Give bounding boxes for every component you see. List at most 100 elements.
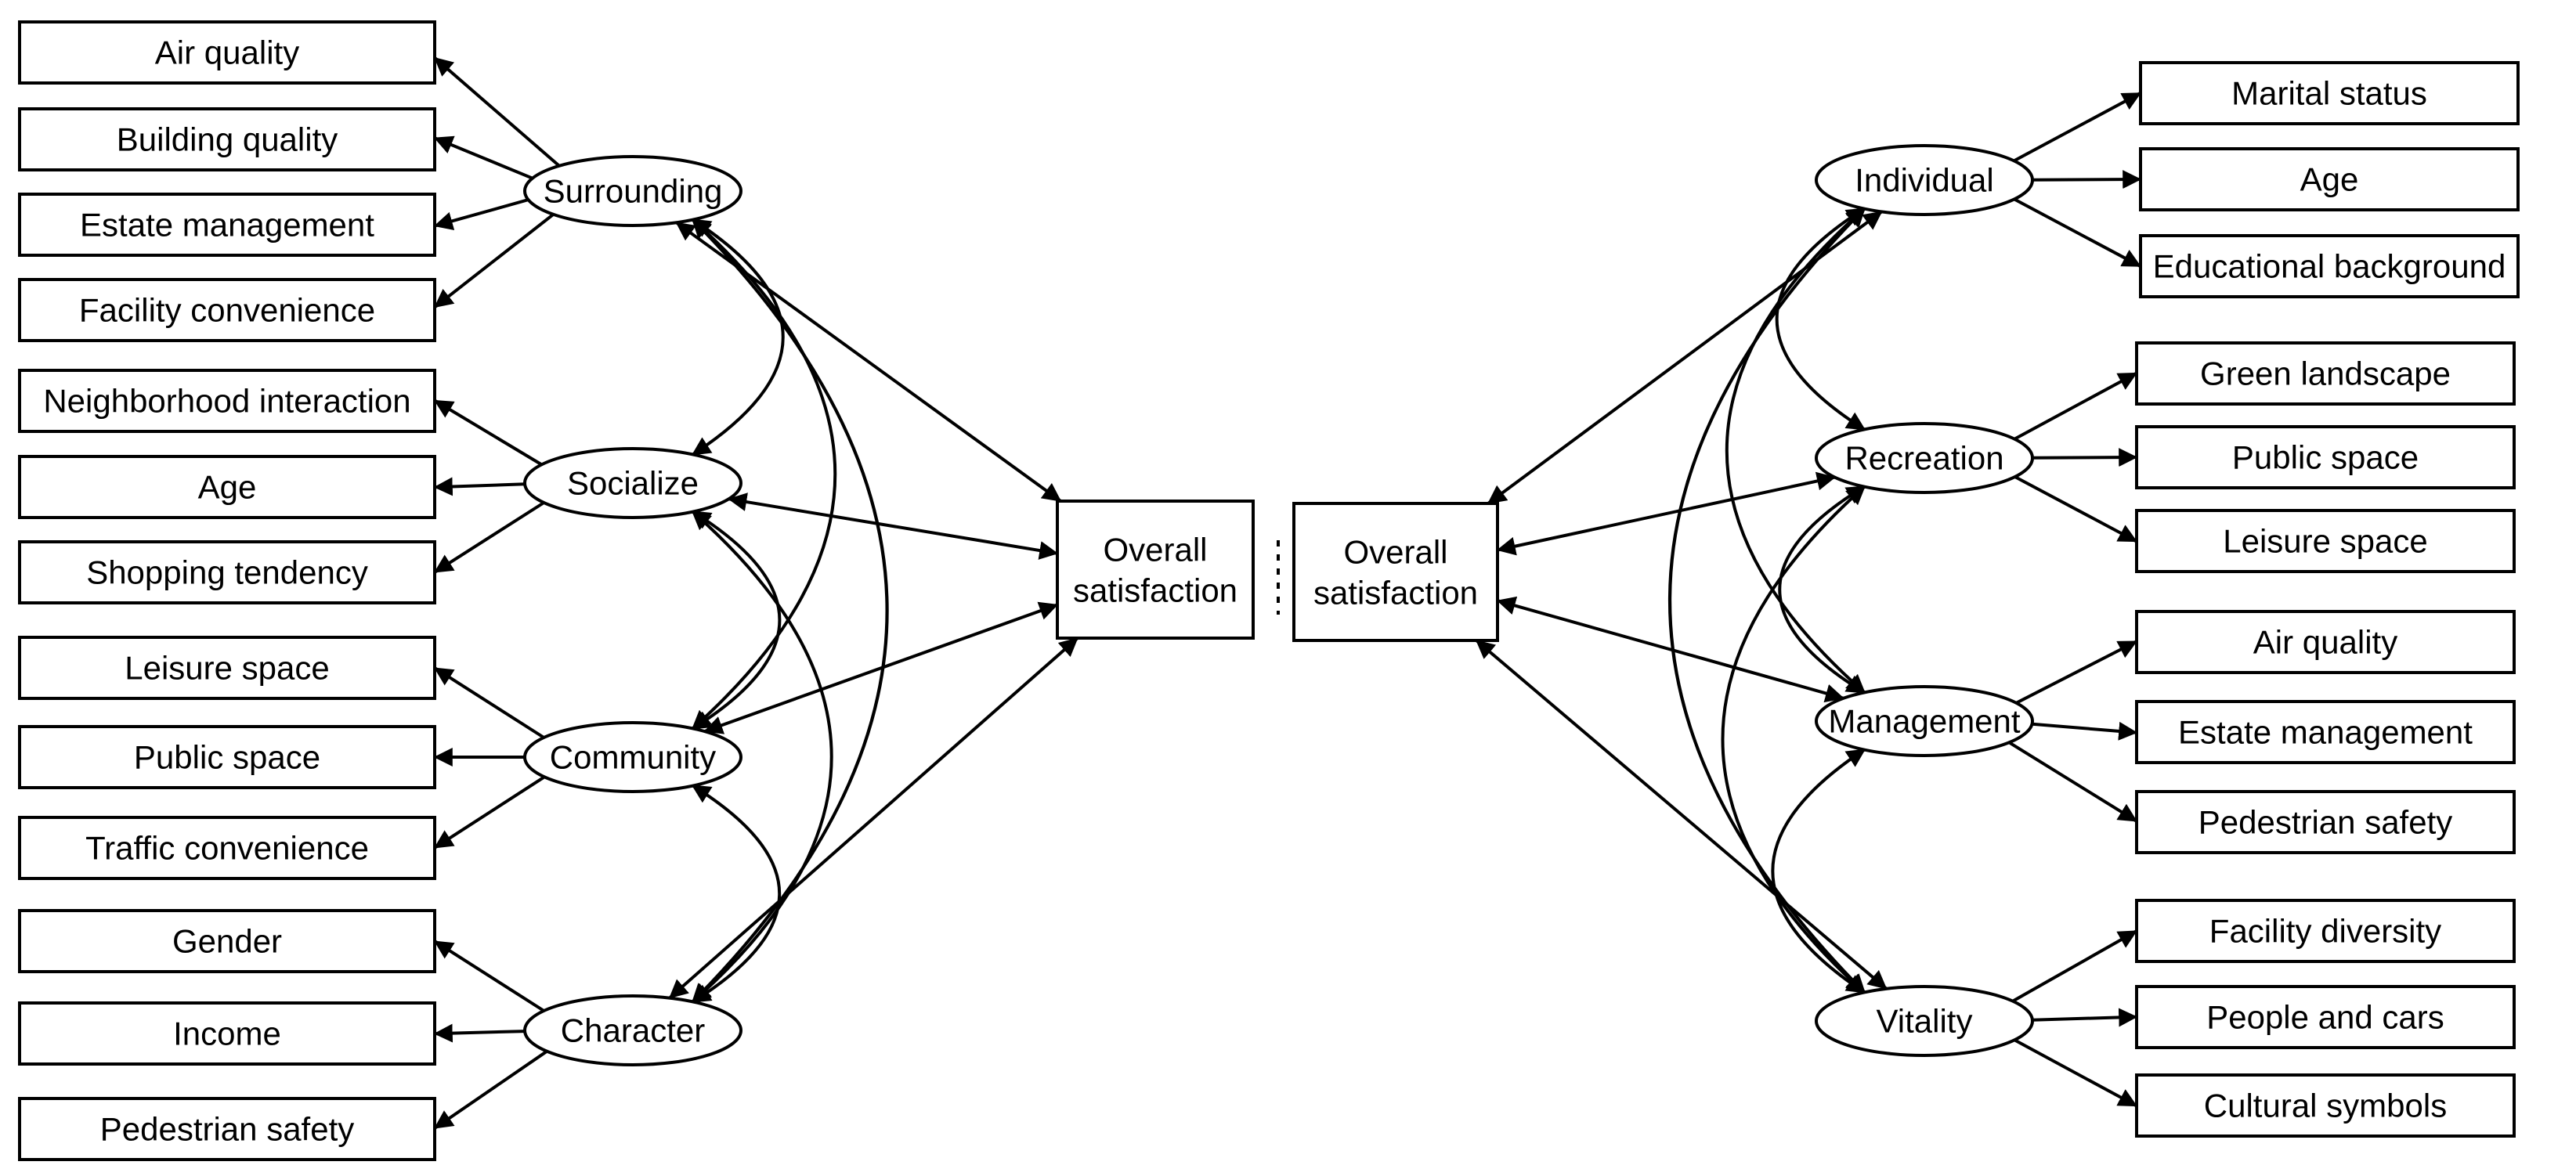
indicator-label: Air quality [2253,624,2397,661]
indicator-box: Income [18,1001,436,1066]
loading-arrow [2008,741,2138,823]
indicator-label: Facility diversity [2209,913,2441,950]
indicator-box: Pedestrian safety [18,1097,436,1161]
indicator-label: Traffic convenience [85,830,369,867]
correlation-arc [1725,207,1866,694]
indicator-label: Educational background [2153,248,2506,285]
indicator-label: Neighborhood interaction [43,383,410,420]
latent-character: Character [523,994,742,1066]
loading-arrow [2011,929,2138,1003]
indicator-box: Leisure space [2135,509,2516,573]
correlation-arc [691,510,782,730]
latent-management: Management [1815,685,2034,757]
indicator-box: Building quality [18,107,436,171]
outcome-box-right: Overall satisfaction [1292,502,1499,642]
correlation-arc [691,218,889,1004]
indicator-box: Educational background [2139,234,2520,298]
correlation-arc [1775,207,1866,431]
loading-arrow [433,1023,526,1043]
latent-surrounding: Surrounding [523,155,742,227]
loading-arrow [433,477,526,496]
loading-arrow [433,775,546,850]
indicator-label: Pedestrian safety [100,1111,355,1148]
indicator-label: Green landscape [2200,355,2451,392]
indicator-label: Income [173,1015,281,1052]
indicator-label: Estate management [2178,714,2473,751]
structural-path-arrow [728,492,1059,560]
correlation-arc [1778,485,1866,694]
indicator-box: Cultural symbols [2135,1073,2516,1138]
indicator-label: Marital status [2231,75,2427,112]
loading-arrow [433,56,561,168]
correlation-arc [691,510,833,1004]
indicator-box: Green landscape [2135,341,2516,406]
latent-label: Individual [1855,162,1993,199]
loading-arrow [433,1050,548,1130]
loading-arrow [433,666,545,739]
indicator-box: Air quality [18,20,436,85]
indicator-box: Gender [18,909,436,973]
correlation-arc [1771,748,1866,994]
loading-arrow [433,501,545,574]
latent-label: Character [561,1012,705,1049]
loading-arrow [2032,721,2138,741]
loading-arrow [2014,371,2138,441]
outcome-label-line1: Overall [1343,534,1447,571]
loading-arrow [2013,92,2142,163]
indicator-box: Neighborhood interaction [18,369,436,433]
loading-arrow [433,399,543,467]
latent-community: Community [523,721,742,793]
indicator-box: Leisure space [18,636,436,700]
indicator-box: Traffic convenience [18,816,436,880]
loading-arrow [2014,475,2138,543]
latent-vitality: Vitality [1815,985,2034,1057]
latent-individual: Individual [1815,144,2034,216]
outcome-label-line2: satisfaction [1313,575,1478,611]
latent-label: Recreation [1844,440,2003,477]
indicator-label: Gender [172,923,282,960]
latent-socialize: Socialize [523,447,742,519]
indicator-box: Age [2139,147,2520,211]
loading-arrow [2032,1008,2138,1027]
indicator-box: Shopping tendency [18,540,436,604]
indicator-box: Estate management [2135,700,2516,764]
latent-label: Management [1828,703,2020,740]
indicator-label: Public space [2232,439,2419,476]
loading-arrow [433,198,529,231]
correlation-arc [691,218,837,730]
loading-arrow [2032,170,2142,189]
indicator-label: Pedestrian safety [2198,804,2453,841]
indicator-box: Marital status [2139,61,2520,125]
indicator-box: Estate management [18,193,436,257]
loading-arrow [2014,1038,2138,1108]
latent-recreation: Recreation [1815,422,2034,494]
nodes-layer: Air quality Building quality Estate mana… [18,20,2520,1161]
outcome-label-line2: satisfaction [1073,572,1237,609]
indicator-label: Air quality [155,34,299,71]
indicator-box: Facility diversity [2135,899,2516,963]
indicator-label: Building quality [117,121,338,158]
indicator-label: Facility convenience [79,292,375,329]
indicator-label: Shopping tendency [86,554,368,591]
loading-arrow [2015,640,2138,705]
indicator-box: People and cars [2135,985,2516,1049]
indicator-label: Age [2300,161,2359,198]
outcome-label-line1: Overall [1103,532,1207,568]
edges-layer [433,56,2142,1130]
indicator-box: Public space [2135,425,2516,489]
loading-arrow [2013,197,2142,268]
structural-path-arrow [1475,639,1888,990]
latent-label: Vitality [1877,1003,1973,1040]
indicator-box: Pedestrian safety [2135,790,2516,854]
correlation-arc [1721,485,1866,994]
correlation-arc [691,784,782,1004]
latent-label: Socialize [567,465,699,502]
structural-path-arrow [668,637,1079,1000]
indicator-box: Public space [18,725,436,789]
structural-path-arrow [703,601,1059,734]
outcome-box-left: Overall satisfaction [1056,500,1255,640]
indicator-label: People and cars [2206,999,2444,1036]
indicator-label: Cultural symbols [2204,1088,2447,1124]
